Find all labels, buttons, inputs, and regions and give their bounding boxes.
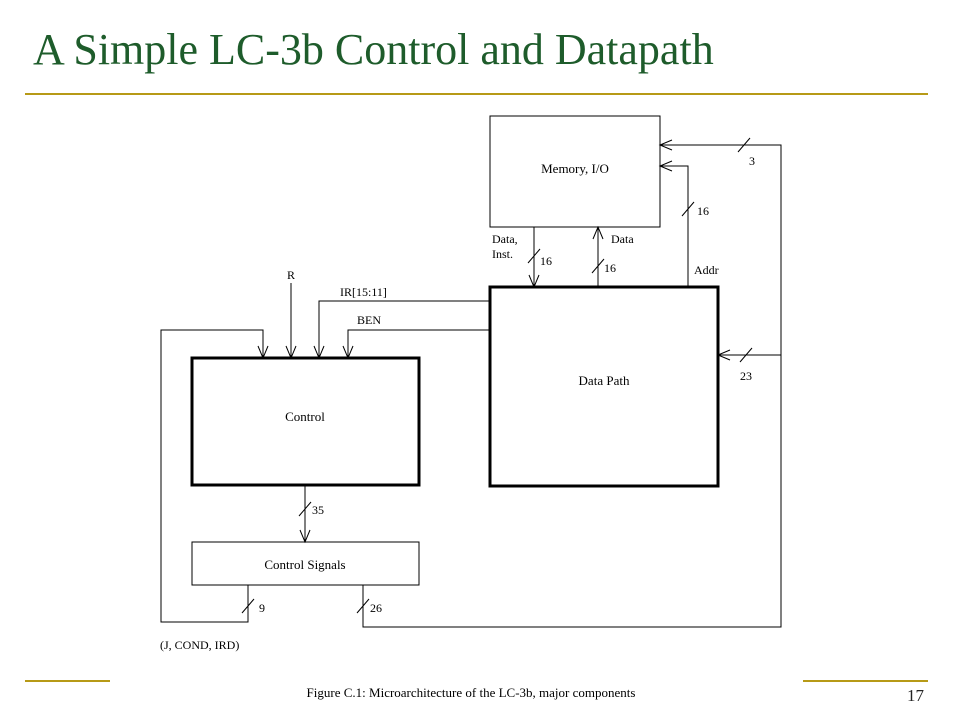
ben-arrowhead	[342, 345, 354, 360]
ir-arrowhead	[313, 345, 325, 360]
feedback-slash	[241, 598, 255, 614]
datapath-label: Data Path	[579, 373, 630, 388]
mem-ctrl-slash	[737, 137, 751, 153]
control-signals-label: Control Signals	[264, 557, 345, 572]
footer-divider-left	[25, 680, 110, 682]
data-inst-label-2: Inst.	[492, 247, 513, 261]
feedback-wire	[160, 329, 264, 623]
title-divider	[25, 93, 928, 95]
addr-label: Addr	[694, 263, 719, 277]
ir-label: IR[15:11]	[340, 285, 387, 299]
data-inst-label-1: Data,	[492, 232, 518, 246]
feedback-label: (J, COND, IRD)	[160, 638, 239, 652]
data-inst-slash	[527, 248, 541, 264]
data-inst-width: 16	[540, 254, 552, 268]
feedback-arrowhead	[257, 345, 269, 360]
footer-divider-right	[803, 680, 928, 682]
control-out-slash	[298, 501, 312, 517]
feedback-width: 9	[259, 601, 265, 615]
datapath-ctrl-arrowhead	[716, 349, 731, 361]
mem-ctrl-width: 3	[749, 154, 755, 168]
memory-block	[489, 115, 661, 228]
addr-slash	[681, 201, 695, 217]
addr-arrowhead	[658, 160, 673, 172]
data-inst-arrowhead	[528, 274, 540, 289]
signals-bus-wire	[362, 144, 782, 628]
datapath-ctrl-width: 23	[740, 369, 752, 383]
control-out-arrowhead	[299, 529, 311, 544]
memory-label: Memory, I/O	[541, 161, 609, 176]
figure-caption: Figure C.1: Microarchitecture of the LC-…	[307, 685, 636, 700]
addr-width: 16	[697, 204, 709, 218]
data-write-arrowhead	[592, 225, 604, 240]
signals-out-slash	[356, 598, 370, 614]
mem-ctrl-arrowhead	[658, 139, 673, 151]
data-write-slash	[591, 258, 605, 274]
addr-wire	[660, 165, 689, 287]
r-arrowhead	[285, 345, 297, 360]
data-write-width: 16	[604, 261, 616, 275]
slide-title: A Simple LC-3b Control and Datapath	[33, 25, 714, 74]
control-out-width: 35	[312, 503, 324, 517]
datapath-block	[488, 285, 720, 488]
r-label: R	[287, 268, 295, 282]
data-label: Data	[611, 232, 634, 246]
ir-wire	[318, 300, 490, 358]
page-number: 17	[907, 686, 924, 705]
ben-label: BEN	[357, 313, 381, 327]
datapath-ctrl-slash	[739, 347, 753, 363]
ben-wire	[347, 329, 490, 358]
control-label: Control	[285, 409, 325, 424]
signals-out-width: 26	[370, 601, 382, 615]
